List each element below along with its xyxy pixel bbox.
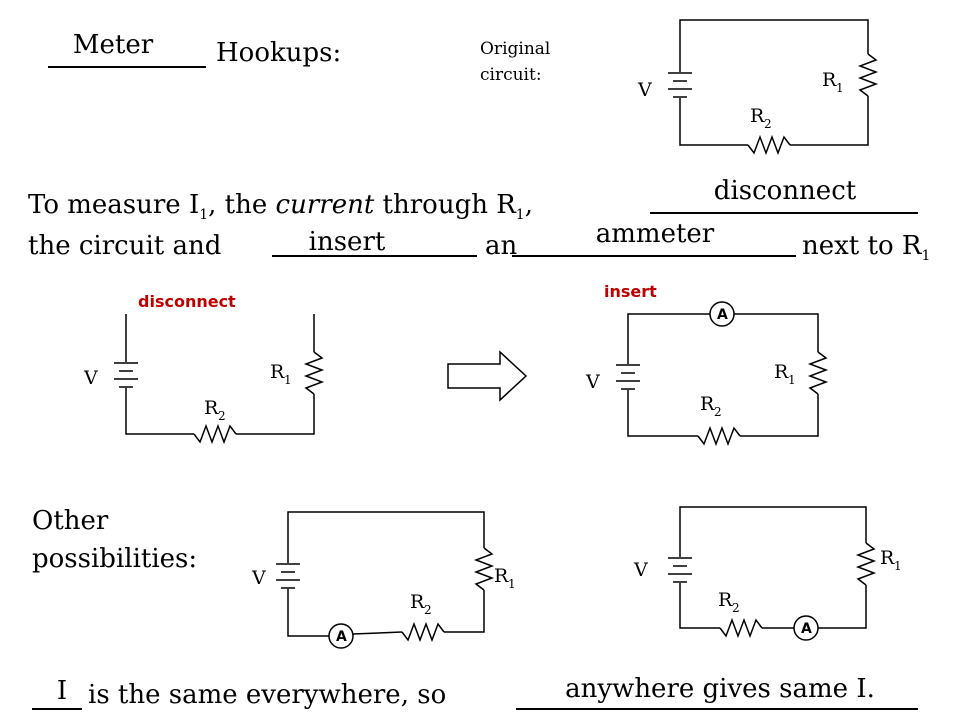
transition-arrow xyxy=(447,350,528,402)
sentence-text-c: through R xyxy=(374,190,516,220)
label-r2: R xyxy=(718,589,733,611)
ammeter-label: A xyxy=(801,621,812,637)
resistor-r2-symbol xyxy=(401,621,445,643)
ammeter-label: A xyxy=(717,307,728,323)
other-circuit-1 xyxy=(275,511,495,649)
label-r1-sub: 1 xyxy=(836,81,844,95)
disconnect-circuit-labels: V R 1 R 2 xyxy=(83,361,292,423)
label-r1: R xyxy=(822,69,837,91)
insert-circuit xyxy=(615,301,829,447)
sentence-sub-a: 1 xyxy=(199,207,209,224)
sentence-line-2c: next to R1 xyxy=(802,231,930,264)
title-blank-word: Meter xyxy=(72,30,154,60)
blank-I: I xyxy=(56,676,68,706)
other-possibilities-label: Other possibilities: xyxy=(32,506,198,574)
resistor-r1-symbol xyxy=(303,351,325,395)
label-r2-sub: 2 xyxy=(218,409,226,423)
original-circuit-labels: V R 1 R 2 xyxy=(637,69,844,131)
sentence-text-d: , xyxy=(524,190,533,220)
battery-symbol xyxy=(275,563,301,589)
title-blank-underline xyxy=(48,36,206,68)
blank-I-line xyxy=(32,708,82,710)
label-r1: R xyxy=(774,361,789,383)
label-v: V xyxy=(83,367,98,389)
resistor-r2-symbol xyxy=(747,134,791,156)
resistor-r1-symbol xyxy=(857,53,879,97)
sentence-text-a: To measure I xyxy=(28,190,200,220)
label-r1: R xyxy=(880,547,895,569)
sentence-text-b: , the xyxy=(208,190,276,220)
label-v: V xyxy=(637,79,652,101)
label-r1: R xyxy=(494,565,509,587)
label-r2: R xyxy=(750,105,765,127)
battery-symbol xyxy=(113,362,139,388)
original-circuit-label: Original circuit: xyxy=(480,39,551,85)
next-to-sub: 1 xyxy=(921,248,931,265)
battery-symbol xyxy=(667,557,693,583)
resistor-r1-symbol xyxy=(473,547,495,591)
resistor-r1-symbol xyxy=(855,542,877,586)
title-text: Hookups: xyxy=(216,38,342,68)
other-circuit-2 xyxy=(667,506,877,641)
label-r2: R xyxy=(410,591,425,613)
resistor-r2-symbol xyxy=(719,617,763,639)
label-r2-sub: 2 xyxy=(424,603,432,617)
ammeter-label: A xyxy=(336,629,347,645)
sentence-line-2b: an xyxy=(485,231,518,261)
label-r1: R xyxy=(270,361,285,383)
label-r2-sub: 2 xyxy=(764,117,772,131)
blank-ammeter: ammeter xyxy=(595,219,715,249)
blank-answer: anywhere gives same I. xyxy=(565,674,875,704)
label-r1-sub: 1 xyxy=(894,559,902,573)
battery-symbol xyxy=(615,364,641,390)
label-r1-sub: 1 xyxy=(284,373,292,387)
blank-answer-line xyxy=(516,708,918,710)
blank-insert: insert xyxy=(308,227,386,257)
resistor-r1-symbol xyxy=(807,351,829,395)
sentence-italic-current: current xyxy=(275,190,375,220)
blank-disconnect: disconnect xyxy=(713,176,857,206)
label-r1-sub: 1 xyxy=(788,373,796,387)
label-v: V xyxy=(633,559,648,581)
red-label-disconnect: disconnect xyxy=(138,292,236,311)
label-r2: R xyxy=(700,393,715,415)
sentence-line-1: To measure I1, the current through R1, xyxy=(28,190,533,223)
battery-symbol xyxy=(667,72,693,98)
label-v: V xyxy=(251,567,266,589)
label-r1-sub: 1 xyxy=(508,577,516,591)
label-r2-sub: 2 xyxy=(714,405,722,419)
sentence-line-2a: the circuit and xyxy=(28,231,222,261)
resistor-r2-symbol xyxy=(697,425,741,447)
insert-circuit-labels: A V R 1 R 2 xyxy=(585,307,796,419)
blank-insert-line xyxy=(272,255,477,257)
blank-ammeter-line xyxy=(512,255,796,257)
bottom-middle-text: is the same everywhere, so xyxy=(88,680,447,710)
resistor-r2-symbol xyxy=(193,423,237,445)
blank-disconnect-line xyxy=(650,212,918,214)
label-v: V xyxy=(585,371,600,393)
other-circuit-1-labels: A V R 1 R 2 xyxy=(251,565,516,645)
label-r2-sub: 2 xyxy=(732,601,740,615)
red-label-insert: insert xyxy=(604,282,657,301)
next-to-text: next to R xyxy=(802,231,922,261)
original-circuit xyxy=(667,19,879,156)
label-r2: R xyxy=(204,397,219,419)
other-circuit-2-labels: A V R 1 R 2 xyxy=(633,547,902,637)
disconnect-circuit xyxy=(113,314,325,445)
sentence-sub-c: 1 xyxy=(515,207,525,224)
